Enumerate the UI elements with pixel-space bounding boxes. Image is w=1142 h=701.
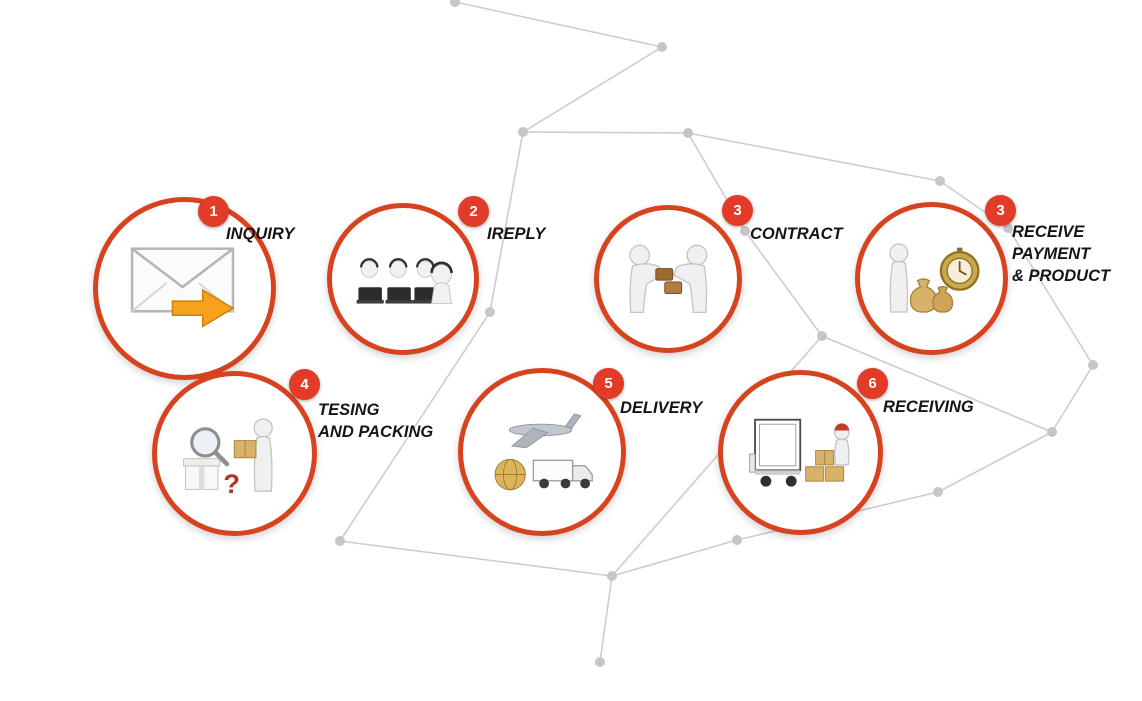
step-label: CONTRACT <box>750 225 843 243</box>
step-testing-packing: ? 4 TESING AND PACKING <box>152 369 433 536</box>
step-number-badge: 2 <box>458 196 489 227</box>
step-circle <box>458 368 626 536</box>
money-and-watch-icon <box>889 243 980 314</box>
figures-exchange-icon <box>628 244 708 313</box>
step-number: 6 <box>868 375 877 392</box>
step-label: RECEIVE PAYMENT & PRODUCT <box>1012 223 1111 285</box>
step-number: 4 <box>300 376 309 393</box>
step-number: 3 <box>733 202 742 219</box>
step-number: 3 <box>996 202 1005 219</box>
step-inquiry: 1 INQUIRY <box>93 196 294 380</box>
step-number-badge: 6 <box>857 368 888 399</box>
step-circle <box>594 205 742 353</box>
step-ireply: 2 IREPLY <box>327 196 545 355</box>
step-number: 2 <box>469 203 478 220</box>
step-number-badge: 5 <box>593 368 624 399</box>
customer-service-team-icon <box>356 258 453 305</box>
step-label: DELIVERY <box>620 399 703 417</box>
step-number-badge: 3 <box>722 195 753 226</box>
step-receive-payment: 3 RECEIVE PAYMENT & PRODUCT <box>855 195 1110 355</box>
svg-text:?: ? <box>224 468 241 499</box>
step-label: IREPLY <box>487 225 546 243</box>
step-circle <box>718 370 883 535</box>
step-circle: ? <box>152 371 317 536</box>
step-number: 1 <box>209 203 218 220</box>
envelope-arrow-icon <box>130 247 235 328</box>
step-circle <box>93 197 276 380</box>
step-number-badge: 3 <box>985 195 1016 226</box>
step-contract: 3 CONTRACT <box>594 195 843 353</box>
step-circle <box>855 202 1008 355</box>
step-number: 5 <box>604 375 613 392</box>
step-label: RECEIVING <box>883 398 974 416</box>
step-delivery: 5 DELIVERY <box>458 368 702 536</box>
step-number-badge: 4 <box>289 369 320 400</box>
step-receiving: 6 RECEIVING <box>718 368 974 535</box>
step-label: TESING AND PACKING <box>318 401 434 441</box>
inspection-packing-icon: ? <box>183 418 274 499</box>
step-number-badge: 1 <box>198 196 229 227</box>
step-circle <box>327 203 479 355</box>
step-label: INQUIRY <box>226 225 295 243</box>
truck-unloading-icon <box>749 419 851 487</box>
plane-globe-truck-icon <box>494 413 593 490</box>
